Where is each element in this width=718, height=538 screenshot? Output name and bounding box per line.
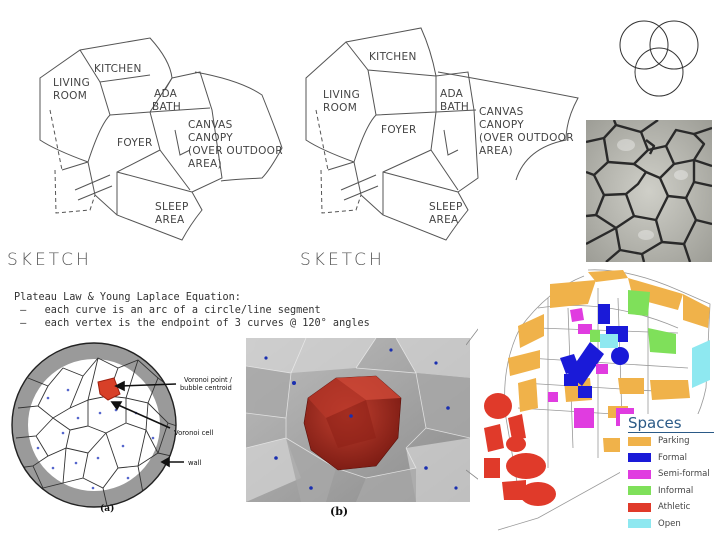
caption-a: (a) [100, 503, 114, 514]
three-circles-diagram [619, 20, 699, 97]
room-living-1-b: LIVING [323, 89, 360, 101]
legend-title: Spaces [628, 414, 682, 432]
floorplan-sketch-left: LIVING ROOM KITCHEN ADA BATH FOYER CANVA… [39, 37, 283, 241]
room-foyer: FOYER [117, 137, 153, 149]
room-canvas-1-b: CANVAS [479, 106, 524, 118]
plateau-line-2: – each vertex is the endpoint of 3 curve… [14, 318, 370, 329]
plateau-line-1: – each curve is an arc of a circle/line … [14, 305, 321, 316]
sketch-label-left: SKETCH [7, 250, 92, 270]
room-living-2-b: ROOM [323, 102, 357, 114]
label-voronoi-point-2: bubble centroid [180, 384, 232, 392]
plateau-title: Plateau Law & Young Laplace Equation: [14, 292, 241, 303]
room-living-1: LIVING [53, 77, 90, 89]
room-sleep-1-b: SLEEP [429, 201, 463, 213]
voronoi-diagram-a: Voronoi point / bubble centroid Voronoi … [11, 342, 233, 514]
caption-b-label: (b) [330, 505, 349, 518]
floorplan-sketch-right: LIVING ROOM KITCHEN ADA BATH FOYER CANVA… [305, 27, 579, 241]
legend-list: Parking Formal Semi-formal Informal Athl… [628, 433, 710, 532]
room-sleep-2: AREA [155, 214, 185, 226]
room-sleep-2-b: AREA [429, 214, 459, 226]
legend-item-athletic: Athletic [628, 499, 710, 516]
legend-item-informal: Informal [628, 483, 710, 500]
room-ada-1-b: ADA [440, 88, 464, 100]
voronoi-3d-render-b [246, 338, 470, 502]
room-ada-1: ADA [154, 88, 178, 100]
room-canvas-2: CANOPY [188, 132, 233, 144]
swatch-semiformal [628, 469, 651, 479]
swatch-formal [628, 453, 651, 463]
foam-bubble-photo [586, 120, 712, 262]
legend-item-formal: Formal [628, 450, 710, 467]
campus-spaces-map [478, 268, 714, 534]
swatch-informal [628, 486, 651, 496]
swatch-athletic [628, 502, 651, 512]
room-kitchen: KITCHEN [94, 63, 142, 75]
legend-item-open: Open [628, 516, 710, 533]
legend-item-parking: Parking [628, 433, 710, 450]
room-living-2: ROOM [53, 90, 87, 102]
label-voronoi-cell: Voronoi cell [174, 429, 213, 437]
room-canvas-4-b: AREA) [479, 145, 513, 157]
room-canvas-2-b: CANOPY [479, 119, 524, 131]
room-canvas-4: AREA) [188, 158, 222, 170]
room-ada-2-b: BATH [440, 101, 469, 113]
sketch-label-right: SKETCH [300, 250, 385, 270]
swatch-open [628, 519, 651, 529]
room-sleep-1: SLEEP [155, 201, 189, 213]
room-canvas-1: CANVAS [188, 119, 233, 131]
room-foyer-b: FOYER [381, 124, 417, 136]
label-voronoi-point-1: Voronoi point / [184, 376, 233, 384]
room-canvas-3-b: (OVER OUTDOOR [479, 132, 574, 144]
swatch-parking [628, 436, 651, 446]
legend-divider [628, 432, 714, 433]
room-kitchen-b: KITCHEN [369, 51, 417, 63]
room-ada-2: BATH [152, 101, 181, 113]
legend-item-semiformal: Semi-formal [628, 466, 710, 483]
label-wall: wall [188, 459, 202, 467]
room-canvas-3: (OVER OUTDOOR [188, 145, 283, 157]
